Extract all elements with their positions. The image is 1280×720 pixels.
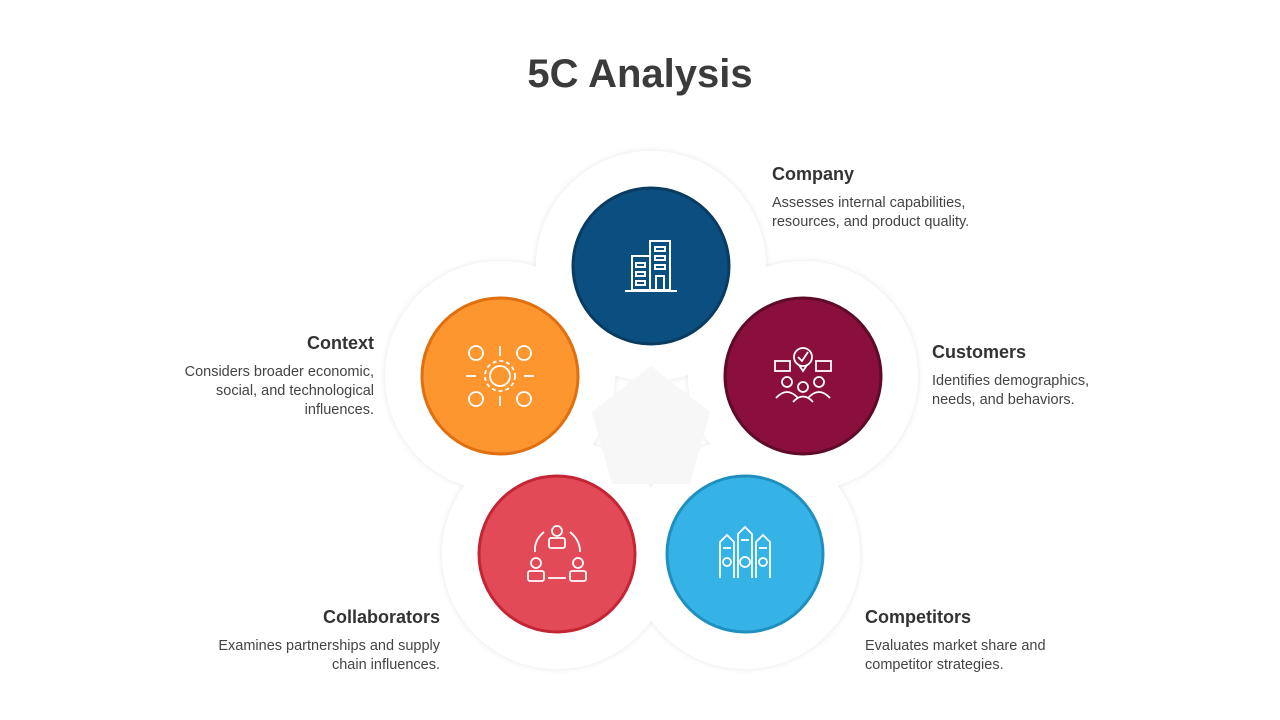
customer-group-icon (774, 347, 832, 403)
context-description: Considers broader economic, social, and … (184, 364, 374, 418)
customers-title: Customers (932, 342, 1027, 362)
context-gear-icon (466, 345, 534, 407)
competitors-label: Competitors Evaluates market share and c… (865, 607, 1095, 675)
company-label: Company Assesses internal capabilities, … (772, 164, 1032, 232)
context-label: Context Considers broader economic, soci… (154, 333, 374, 420)
competitors-circle (665, 474, 825, 634)
collaborators-circle (477, 474, 637, 634)
collaborators-node (477, 474, 637, 634)
competitors-ranking-icon (719, 525, 771, 578)
center-area (592, 366, 710, 484)
context-node (420, 296, 580, 456)
building-icon (625, 240, 677, 292)
customers-description: Identifies demographics, needs, and beha… (932, 373, 1090, 408)
company-title: Company (772, 164, 855, 184)
collaborators-description: Examines partnerships and supply chain i… (218, 638, 440, 673)
competitors-node (665, 474, 825, 634)
competitors-description: Evaluates market share and competitor st… (865, 638, 1046, 673)
customers-node (723, 296, 883, 456)
customers-circle (723, 296, 883, 456)
context-circle (420, 296, 580, 456)
company-node (571, 186, 731, 346)
competitors-title: Competitors (865, 607, 972, 627)
customers-label: Customers Identifies demographics, needs… (932, 342, 1132, 410)
company-description: Assesses internal capabilities, resource… (772, 195, 970, 230)
page-title: 5C Analysis (527, 52, 753, 96)
collaborators-label: Collaborators Examines partnerships and … (210, 607, 440, 675)
collaboration-cycle-icon (527, 525, 587, 582)
collaborators-title: Collaborators (322, 607, 440, 627)
context-title: Context (307, 333, 374, 353)
